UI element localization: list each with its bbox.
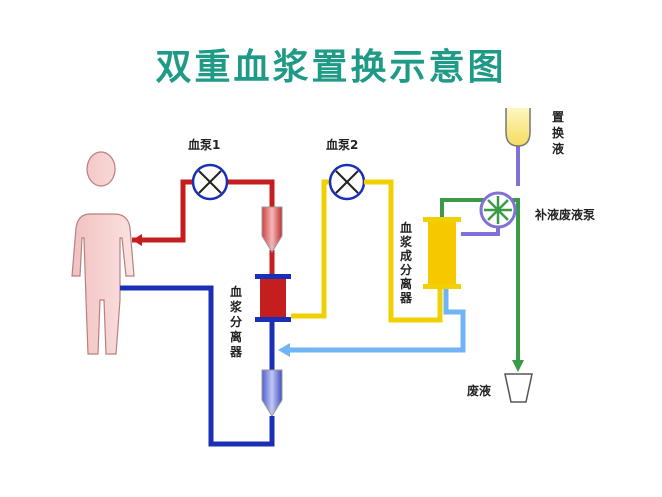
component-separator-label-3: 成: [400, 248, 412, 263]
waste-label: 废液: [467, 383, 491, 398]
waste-container: [504, 373, 533, 403]
venous-drip-chamber: [261, 369, 283, 417]
plasma-separator-label-5: 器: [229, 345, 243, 359]
component-separator-label-1: 血: [400, 220, 412, 235]
patient-figure: [71, 151, 135, 355]
arrow-into-return: [278, 343, 290, 357]
pump-2-label: 血泵2: [326, 137, 358, 152]
waste-line: [440, 198, 520, 365]
plasma-line: [291, 179, 330, 319]
pump-1-label: 血泵1: [188, 137, 220, 152]
component-separator-label-5: 离: [400, 276, 412, 291]
plasma-separator: [255, 274, 291, 322]
component-separator-label-4: 分: [400, 262, 412, 277]
blood-pump-2: [328, 163, 366, 201]
plasma-separator-label-3: 分: [230, 314, 242, 329]
arterial-line: [132, 179, 192, 243]
plasma-line-to-filter: [364, 179, 443, 323]
replacement-fluid-label-2: 换: [552, 125, 565, 140]
fluid-pump-label: 补液废液泵: [534, 207, 595, 222]
returned-plasma-line: [288, 289, 466, 353]
plasma-separator-label-4: 离: [230, 329, 242, 344]
component-separator-label-2: 浆: [399, 234, 413, 249]
diagram-title: 双重血浆置换示意图: [155, 47, 507, 88]
waste-arrow: [512, 360, 524, 372]
arterial-drip-chamber: [261, 206, 283, 253]
replacement-fluid-bag: [505, 108, 531, 147]
plasma-component-separator: [423, 217, 461, 289]
arrow-to-patient: [132, 234, 142, 246]
plasma-separator-label-2: 浆: [229, 299, 243, 314]
replacement-fluid-label-1: 置: [552, 110, 564, 124]
component-separator-label-6: 器: [399, 291, 413, 305]
fluid-exchange-pump: [479, 191, 517, 229]
replacement-fluid-label-3: 液: [552, 141, 564, 156]
plasma-separator-label-1: 血: [230, 284, 242, 299]
blood-pump-1: [191, 163, 229, 201]
return-line-to-patient: [120, 285, 275, 447]
arterial-line-pump-out: [228, 179, 275, 210]
